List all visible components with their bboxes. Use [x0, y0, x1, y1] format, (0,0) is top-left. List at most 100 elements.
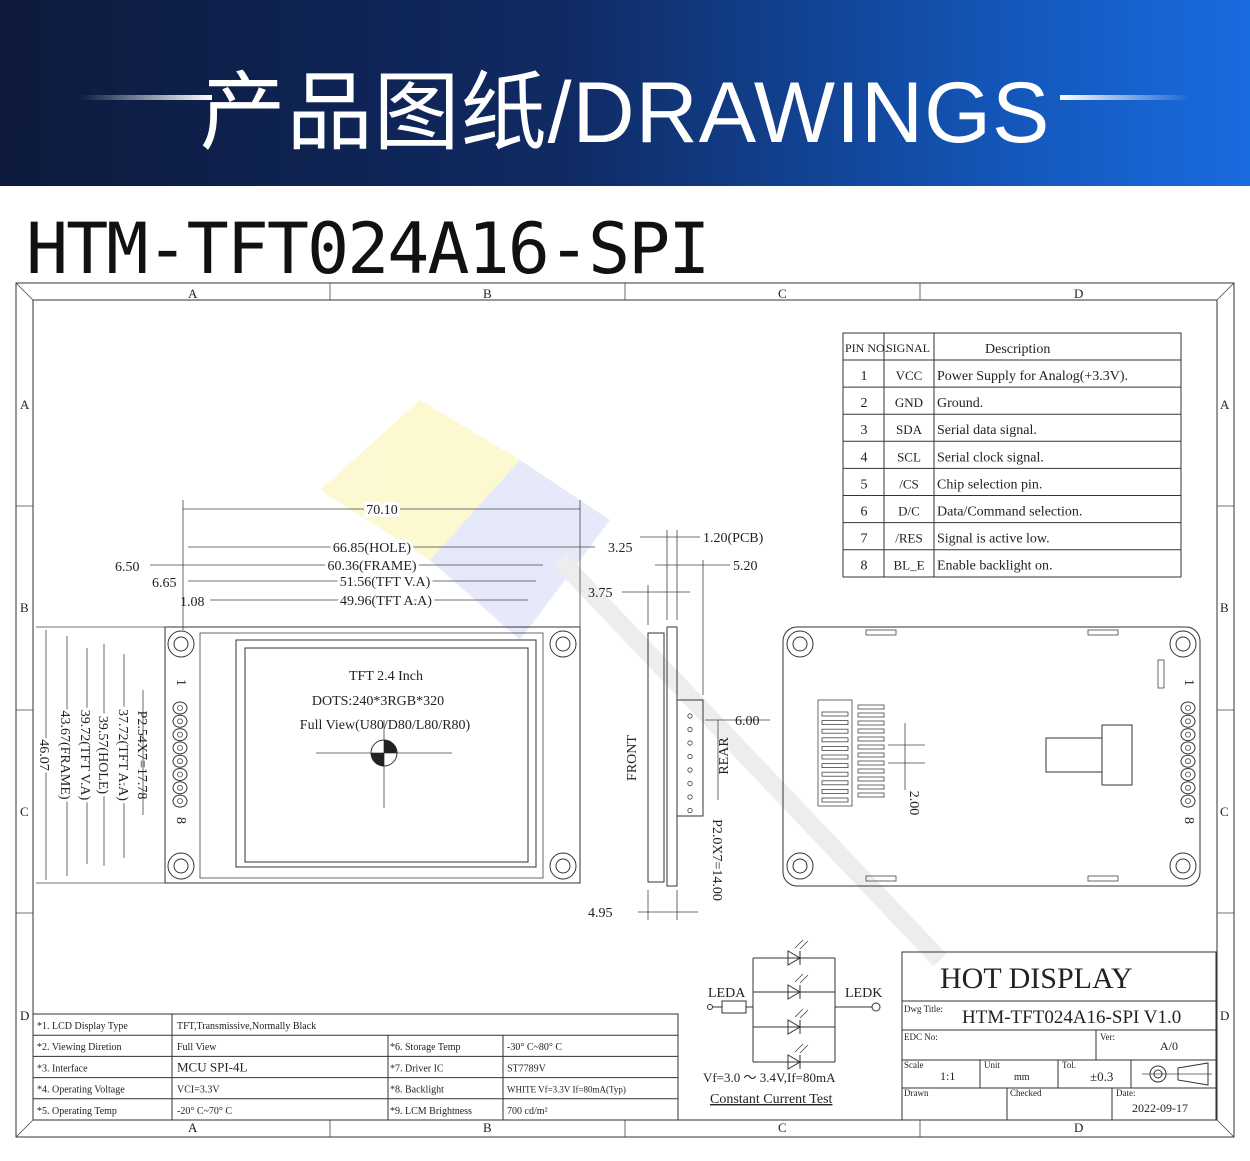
pin-table-row: 4 SCL Serial clock signal. — [861, 449, 1044, 465]
pin-signal: VCC — [896, 368, 923, 383]
tol-label: Tol. — [1062, 1060, 1076, 1070]
dim-label: 49.96(TFT A.A) — [340, 594, 432, 609]
spec-label: *2. Viewing Diretion — [37, 1042, 121, 1053]
col-label-top: A — [188, 286, 198, 301]
pin-description: Serial clock signal. — [937, 450, 1044, 465]
spec-label: *6. Storage Temp — [390, 1042, 461, 1053]
pin-number-last: 8 — [173, 817, 188, 824]
mounting-hole-icon — [167, 630, 195, 658]
row-label-left: B — [20, 600, 29, 615]
dim-label: 3.25 — [608, 541, 633, 556]
checked-label: Checked — [1010, 1088, 1042, 1098]
pin-description: Ground. — [937, 396, 983, 411]
dim-label: 6.65 — [152, 576, 177, 591]
spec-label: *4. Operating Voltage — [37, 1085, 125, 1096]
spec-value: ST7789V — [507, 1063, 547, 1074]
ic-chip-icon — [1045, 724, 1133, 786]
pin-table-header: Description — [985, 342, 1050, 357]
spec-value: 700 cd/m² — [507, 1106, 548, 1117]
dim-label: 37.72(TFT A.A) — [115, 709, 130, 801]
spec-label: *9. LCM Brightness — [390, 1106, 472, 1117]
dim-label: P2.0X7=14.00 — [709, 819, 724, 901]
col-label-top: D — [1074, 286, 1083, 301]
col-label-top: C — [778, 286, 787, 301]
spec-label: *7. Driver IC — [390, 1063, 444, 1074]
drawing-frame: A B C D A B C D A B C D A B C D — [15, 282, 1235, 1138]
pin-number-first: 1 — [1181, 679, 1196, 686]
ver-label: Ver: — [1100, 1032, 1115, 1042]
mounting-hole-icon — [786, 852, 814, 880]
pin-table-row: 5/CS Chip selection pin. — [861, 476, 1043, 492]
pin-number: 6 — [861, 505, 868, 520]
spec-table: *1. LCD Display Type TFT,Transmissive,Nor… — [32, 1013, 679, 1121]
model-title: HTM-TFT024A16-SPI — [26, 208, 710, 290]
led-anode-label: LEDA — [708, 986, 746, 1001]
lcd-text: Full View(U80/D80/L80/R80) — [300, 718, 471, 733]
row-label-right: A — [1220, 397, 1230, 412]
spec-label: *5. Operating Temp — [37, 1106, 117, 1117]
row-label-right: D — [1220, 1008, 1229, 1023]
dim-label: 5.20 — [733, 559, 758, 574]
pin-number: 1 — [861, 369, 868, 384]
row-label-right: B — [1220, 600, 1229, 615]
pin-description: Data/Command selection. — [937, 505, 1082, 520]
spec-value: TFT,Transmissive,Normally Black — [177, 1021, 316, 1032]
mounting-hole-icon — [786, 630, 814, 658]
front-view: 1 8 TFT 2.4 Inch DOTS:240*3RGB*320 Full … — [33, 500, 595, 884]
tol-value: ±0.3 — [1090, 1069, 1113, 1084]
led-diode-icon — [787, 973, 809, 1000]
col-label-top: B — [483, 286, 492, 301]
pin-signal: BL_E — [893, 558, 924, 573]
fpc-connector-icon — [817, 699, 885, 807]
scale-value: 1:1 — [940, 1069, 955, 1083]
mounting-hole-icon — [1169, 630, 1197, 658]
pin-number: 8 — [861, 559, 868, 574]
header-banner: 产品图纸/DRAWINGS — [0, 0, 1250, 186]
pin-signal: SCL — [897, 449, 921, 464]
pin-number-first: 1 — [173, 679, 188, 686]
pin-number: 2 — [861, 396, 868, 411]
pin-number: 7 — [861, 532, 868, 547]
pin-number: 4 — [861, 450, 868, 465]
pin-description: Power Supply for Analog(+3.3V). — [937, 369, 1128, 384]
spec-label: *1. LCD Display Type — [37, 1021, 128, 1032]
pin-signal: GND — [895, 395, 923, 410]
pin-signal: /RES — [895, 531, 922, 546]
spec-row: *2. Viewing Diretion Full View *6. Storage… — [37, 1042, 562, 1053]
unit-value: mm — [1014, 1072, 1030, 1083]
date-label: Date: — [1116, 1088, 1136, 1098]
pin-table-row: 2 GND Ground. — [861, 395, 984, 411]
pin-description: Chip selection pin. — [937, 477, 1042, 492]
dim-label: 6.50 — [115, 560, 140, 575]
pin-header-icon — [1180, 701, 1196, 808]
dim-label: 3.75 — [588, 586, 613, 601]
led-diode-icon — [787, 1008, 809, 1035]
dim-label: 39.72(TFT V.A) — [77, 710, 92, 801]
projection-symbol-icon — [1142, 1062, 1212, 1086]
pin-number: 5 — [861, 477, 868, 492]
spec-value: MCU SPI-4L — [177, 1059, 247, 1074]
scale-label: Scale — [904, 1060, 924, 1070]
pin-number: 3 — [861, 423, 868, 438]
mounting-hole-icon — [167, 852, 195, 880]
pin-header-icon — [172, 701, 188, 808]
spec-value: Full View — [177, 1042, 217, 1053]
unit-label: Unit — [984, 1060, 1001, 1070]
spec-label: *8. Backlight — [390, 1085, 444, 1096]
spec-value: -30° C~80° C — [507, 1042, 562, 1053]
spec-row: *1. LCD Display Type TFT,Transmissive,Nor… — [37, 1021, 316, 1032]
decorative-line-left — [80, 95, 212, 100]
pin-signal: /CS — [899, 476, 919, 491]
dim-label: 6.00 — [735, 714, 760, 729]
led-cathode-label: LEDK — [845, 986, 882, 1001]
mounting-hole-icon — [549, 852, 577, 880]
dim-label: 39.57(HOLE) — [95, 716, 110, 794]
pin-table-row: 1 VCC Power Supply for Analog(+3.3V). — [861, 368, 1129, 384]
dwg-title-label: Dwg Title: — [904, 1004, 943, 1014]
lcd-text: DOTS:240*3RGB*320 — [312, 694, 444, 709]
